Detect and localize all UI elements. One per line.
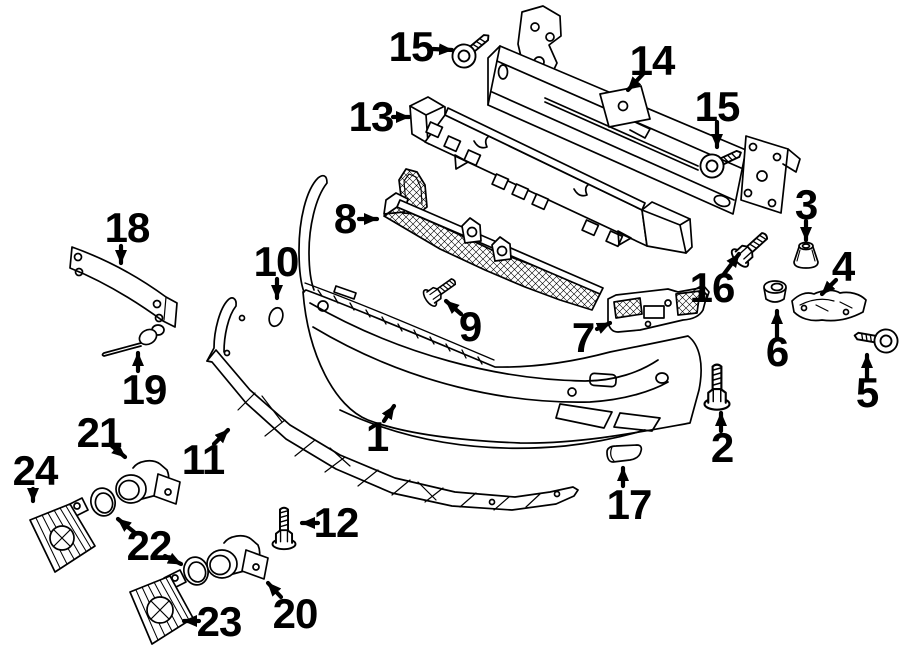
callout-22[interactable]: 22 (126, 522, 173, 569)
part-license-bracket (69, 246, 178, 328)
arrow-22-upper (115, 516, 137, 535)
part-bolt-12 (271, 506, 297, 551)
arrow-14 (625, 71, 646, 93)
arrow-9 (443, 298, 464, 317)
part-tow-hook-cover (606, 444, 643, 463)
part-fog-grille-right (129, 569, 194, 645)
part-sensor-ring-upper (90, 487, 116, 517)
part-sensor-ring-lower (183, 556, 209, 586)
callout-19[interactable]: 19 (121, 366, 168, 413)
part-cone-nut (793, 241, 819, 269)
part-small-bracket (791, 289, 867, 322)
arrow-1 (381, 403, 397, 424)
callout-9[interactable]: 9 (458, 303, 482, 350)
part-lower-valance (206, 297, 579, 511)
callout-18[interactable]: 18 (104, 204, 151, 251)
callout-6[interactable]: 6 (765, 328, 789, 375)
part-screw-5 (851, 323, 900, 356)
part-rivet (101, 324, 165, 357)
part-grille (383, 168, 604, 311)
part-fog-grille-left (29, 497, 96, 573)
callout-24[interactable]: 24 (12, 447, 59, 494)
callout-14[interactable]: 14 (629, 37, 676, 84)
callout-20[interactable]: 20 (272, 590, 319, 637)
callout-13[interactable]: 13 (348, 93, 395, 140)
callout-10[interactable]: 10 (253, 238, 300, 285)
callout-3[interactable]: 3 (794, 181, 818, 228)
callout-8[interactable]: 8 (333, 195, 357, 242)
callout-17[interactable]: 17 (606, 481, 653, 528)
part-bolt-9 (420, 272, 461, 310)
callout-15-upper-left[interactable]: 15 (388, 23, 435, 70)
arrow-16 (721, 251, 742, 277)
part-bolt-2 (703, 363, 731, 411)
callout-2[interactable]: 2 (710, 424, 734, 471)
arrow-4 (819, 277, 839, 297)
callout-5[interactable]: 5 (855, 369, 879, 416)
part-impact-bar (487, 5, 801, 215)
part-bumper-cover (298, 174, 702, 450)
arrow-7 (594, 320, 613, 334)
callout-15-upper-right[interactable]: 15 (694, 83, 741, 130)
part-park-sensor-lower (206, 534, 269, 580)
callout-21[interactable]: 21 (76, 409, 123, 456)
part-energy-absorber (409, 96, 693, 254)
callout-23[interactable]: 23 (196, 598, 243, 645)
part-park-sensor-upper (115, 459, 181, 505)
arrow-22-lower (162, 552, 184, 567)
callout-11[interactable]: 11 (181, 436, 225, 483)
arrow-15-upper-left (430, 43, 455, 56)
arrow-11 (211, 427, 231, 447)
part-grommet (763, 280, 787, 303)
callout-arrows (27, 43, 873, 627)
arrow-21 (109, 443, 128, 460)
part-clip (268, 306, 284, 328)
callout-4[interactable]: 4 (831, 243, 855, 290)
callout-1[interactable]: 1 (365, 413, 389, 460)
part-side-bracket (607, 284, 710, 333)
callout-12[interactable]: 12 (313, 499, 360, 546)
callout-16[interactable]: 16 (689, 264, 736, 311)
callout-7[interactable]: 7 (571, 314, 595, 361)
arrow-20 (265, 580, 284, 600)
part-bolt-16 (728, 225, 775, 271)
